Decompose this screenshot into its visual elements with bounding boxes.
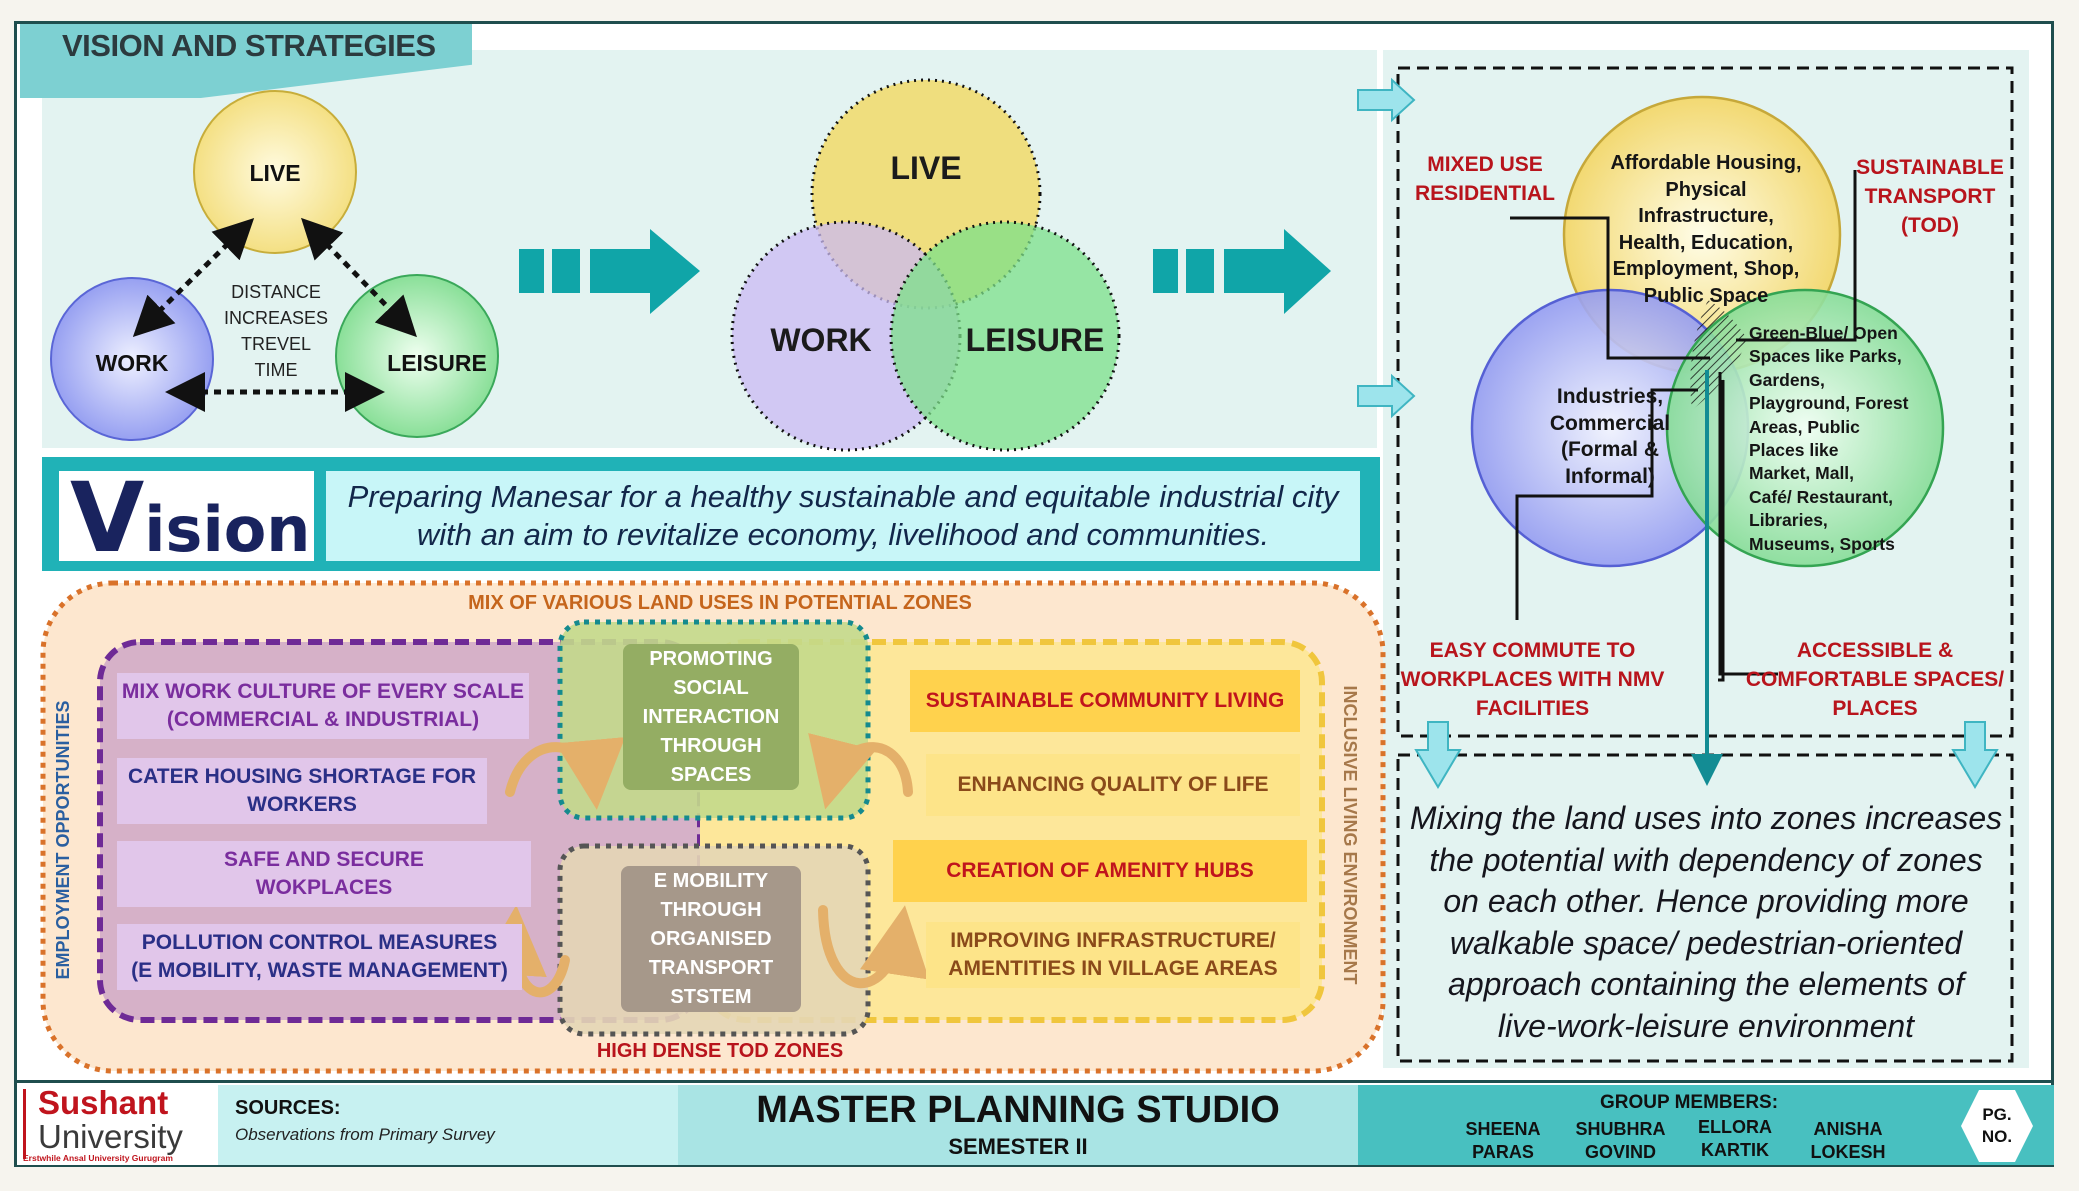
- curved-arrow-1: [505, 737, 626, 810]
- vision-word: Vision: [70, 462, 311, 574]
- live-leisure-arrow: [301, 217, 417, 338]
- accessible-spaces-label: ACCESSIBLE &COMFORTABLE SPACES/PLACES: [1745, 639, 2005, 720]
- venn-work-label: WORK: [770, 322, 872, 358]
- living-item-4: IMPROVING INFRASTRUCTURE/AMENTITIES IN V…: [926, 922, 1300, 988]
- down-arrows: [1414, 721, 1999, 789]
- transport-connector: [1736, 170, 1857, 342]
- accessible-connector: [1718, 372, 1778, 676]
- flow-arrow-2: [1153, 229, 1331, 314]
- input-arrows: [1357, 77, 1416, 419]
- employment-item-4: POLLUTION CONTROL MEASURES(E MOBILITY, W…: [117, 924, 522, 990]
- venn-leisure-label: LEISURE: [965, 322, 1105, 358]
- employment-item-1: MIX WORK CULTURE OF EVERY SCALE(COMMERCI…: [117, 673, 529, 739]
- university-logo: Sushant University Erstwhile Ansal Unive…: [17, 1085, 218, 1165]
- commute-connector: [1515, 388, 1698, 620]
- page-number-badge: PG.NO.: [1961, 1090, 2033, 1162]
- summary-text: Mixing the land uses into zones increase…: [1409, 800, 2003, 1044]
- mixed-use-connector: [1510, 216, 1710, 360]
- outer-top-label: MIX OF VARIOUS LAND USES IN POTENTIAL ZO…: [468, 592, 972, 614]
- outer-bottom-label: HIGH DENSE TOD ZONES: [596, 1040, 844, 1062]
- venn-live-label: LIVE: [890, 150, 962, 186]
- triangle-live-label: LIVE: [249, 160, 301, 186]
- curved-arrow-2: [808, 732, 913, 810]
- employment-vertical-label: EMPLOYMENT OPPORTUNITIES: [53, 700, 73, 980]
- live-circle: [193, 90, 357, 254]
- curved-arrow-4: [818, 905, 930, 989]
- accessible-connector-up: [1718, 380, 1725, 682]
- page-title: VISION AND STRATEGIES: [62, 28, 436, 63]
- triangle-leisure-label: LEISURE: [387, 350, 487, 376]
- triangle-work-label: WORK: [95, 350, 169, 376]
- living-item-3: CREATION OF AMENITY HUBS: [893, 840, 1307, 902]
- vision-statement: Preparing Manesar for a healthy sustaina…: [326, 471, 1360, 561]
- studio-panel: MASTER PLANNING STUDIO SEMESTER II: [678, 1085, 1358, 1165]
- living-item-2: ENHANCING QUALITY OF LIFE: [926, 754, 1300, 816]
- living-item-1: SUSTAINABLE COMMUNITY LIVING: [910, 670, 1300, 732]
- vision-word-box: [59, 471, 314, 561]
- venn-leisure-circle: [889, 220, 1121, 452]
- concept-diagram: [50, 78, 1331, 452]
- overlap-hatch: [1690, 300, 1748, 410]
- flow-arrow-1: [519, 229, 700, 314]
- footer-divider: [14, 1080, 2054, 1083]
- sources-panel: SOURCES: Observations from Primary Surve…: [218, 1085, 678, 1165]
- work-circle-text: Industries,Commercial(Formal &Informal): [1549, 385, 1671, 488]
- right-venn-diagram: [1357, 66, 2014, 1063]
